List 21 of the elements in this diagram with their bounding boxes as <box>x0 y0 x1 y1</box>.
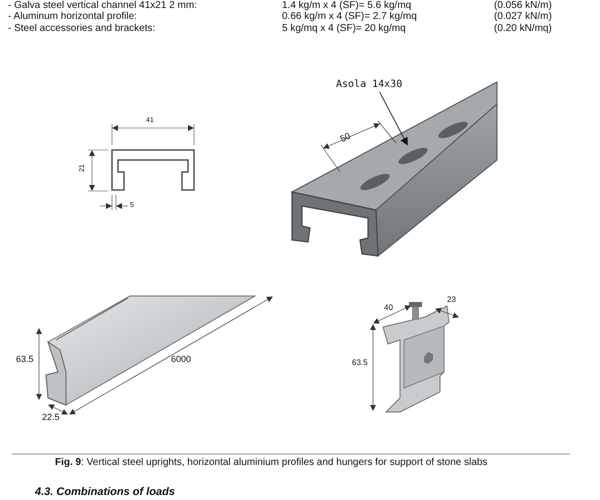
callout-label: Asola 14x30 <box>336 80 402 90</box>
load-value: 1.4 kg/m x 4 (SF)= 5.6 kg/mq <box>282 1 412 11</box>
dimension-label: 6000 <box>171 355 192 364</box>
load-value: (0.20 kN/mq) <box>494 24 552 34</box>
load-value: 0.66 kg/m x 4 (SF)= 2.7 kg/mq <box>282 12 417 22</box>
load-value: (0.027 kN/m) <box>494 12 552 22</box>
slot-hole <box>398 148 428 164</box>
figure-caption: Fig. 9: Vertical steel uprights, horizontal aluminium profiles and hungers for support of stone slabs <box>55 458 488 468</box>
dimension-label: 40 <box>384 304 393 312</box>
dimension-label: 22.5 <box>42 413 60 422</box>
load-value: (0.056 kN/m) <box>494 1 552 11</box>
section-heading: 4.3. Combinations of loads <box>35 487 175 498</box>
dimension-label: 23 <box>447 296 456 304</box>
leader-line <box>379 92 408 146</box>
list-item: - Steel accessories and brackets: <box>8 24 156 34</box>
list-item: - Aluminum horizontal profile: <box>8 12 137 22</box>
dimension-label: 63.5 <box>16 355 34 364</box>
dimension-label: 50 <box>339 131 352 144</box>
dimension-label: 63.5 <box>352 359 368 367</box>
list-item: - Galva steel vertical channel 41x21 2 mm: <box>8 1 197 11</box>
load-value: 5 kg/mq x 4 (SF)= 20 kg/mq <box>282 24 406 34</box>
